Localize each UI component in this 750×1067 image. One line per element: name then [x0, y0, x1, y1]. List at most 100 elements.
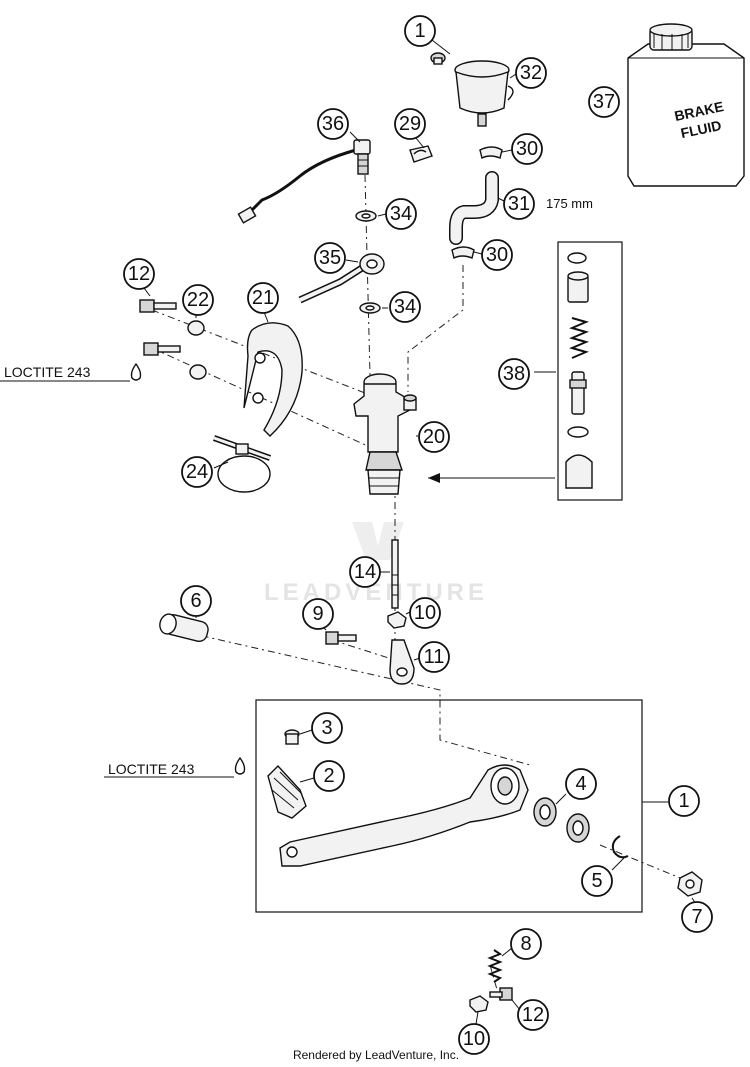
screw-33-part	[430, 52, 446, 65]
pivot-bolt-6-part	[159, 613, 209, 643]
nut-10-lower-part	[469, 995, 489, 1013]
callout-1[interactable]: 1	[668, 785, 700, 817]
brake-pedal-part	[279, 764, 529, 867]
brake-fluid-can-37-part: BRAKE FLUID	[627, 23, 745, 187]
callout-8[interactable]: 8	[510, 928, 542, 960]
spring-8-part	[487, 949, 503, 983]
callout-1-label: 1	[678, 790, 689, 812]
bolt-12-upper-part	[139, 299, 177, 313]
callout-6-label: 6	[190, 590, 201, 612]
callout-30-lower-label: 30	[486, 244, 508, 266]
washer-34-lower-part	[359, 302, 381, 314]
callout-10-lower[interactable]: 10	[458, 1023, 490, 1055]
bearing-4-part	[533, 797, 590, 843]
clamp-30-upper-part	[479, 146, 503, 160]
loctite-label-upper: LOCTITE 243	[4, 364, 91, 380]
callout-30-upper[interactable]: 30	[511, 133, 543, 165]
callout-21-label: 21	[252, 287, 274, 309]
callout-30-upper-label: 30	[516, 138, 538, 160]
repair-kit-38-box	[557, 241, 623, 501]
callout-5-label: 5	[591, 870, 602, 892]
callout-36[interactable]: 36	[317, 108, 349, 140]
bolt-9-part	[325, 631, 357, 645]
callout-2-label: 2	[323, 765, 334, 787]
callout-29-label: 29	[399, 113, 421, 135]
clip-29-part	[409, 145, 433, 163]
callout-4[interactable]: 4	[565, 768, 597, 800]
callout-38[interactable]: 38	[498, 358, 530, 390]
clamp-30-lower-part	[451, 246, 475, 260]
callout-11[interactable]: 11	[418, 641, 450, 673]
callout-22[interactable]: 22	[182, 284, 214, 316]
circlip-5-part	[611, 835, 629, 859]
callout-20[interactable]: 20	[418, 421, 450, 453]
callout-38-label: 38	[503, 363, 525, 385]
bolt-12-lower-part	[489, 987, 513, 1001]
callout-3[interactable]: 3	[311, 712, 343, 744]
footer-credit: Rendered by LeadVenture, Inc.	[293, 1048, 459, 1062]
callout-30-lower[interactable]: 30	[481, 239, 513, 271]
brake-pedal-assembly-1-box	[255, 699, 643, 913]
callout-33-label: 1	[414, 20, 425, 42]
callout-29[interactable]: 29	[394, 108, 426, 140]
callout-10-upper-label: 10	[414, 602, 436, 624]
master-cylinder-20-part	[353, 373, 417, 495]
callout-3-label: 3	[321, 717, 332, 739]
callout-37[interactable]: 37	[588, 86, 620, 118]
callout-12-lower-label: 12	[522, 1004, 544, 1026]
callout-24-label: 24	[186, 461, 208, 483]
callout-9[interactable]: 9	[302, 598, 334, 630]
nut-10-upper-part	[387, 611, 407, 629]
cable-tie-24-part	[212, 435, 272, 493]
callout-32-label: 32	[520, 62, 542, 84]
callout-35-label: 35	[319, 247, 341, 269]
callout-34-lower-label: 34	[394, 296, 416, 318]
step-plate-2-part	[267, 764, 307, 819]
callout-12-lower[interactable]: 12	[517, 999, 549, 1031]
callout-14-label: 14	[354, 561, 376, 583]
callout-4-label: 4	[575, 773, 586, 795]
leader-lines	[0, 39, 697, 1025]
loctite-drop-lower	[234, 756, 246, 775]
callout-34-upper[interactable]: 34	[385, 198, 417, 230]
guard-21-part	[243, 322, 303, 437]
spacer-22-part	[187, 320, 205, 336]
clevis-11-part	[389, 639, 415, 685]
callout-31[interactable]: 31	[503, 188, 535, 220]
callout-31-label: 31	[508, 193, 530, 215]
callout-21[interactable]: 21	[247, 282, 279, 314]
callout-12-upper[interactable]: 12	[123, 258, 155, 290]
callout-7[interactable]: 7	[681, 901, 713, 933]
screw-3-part	[284, 729, 300, 745]
callout-34-lower[interactable]: 34	[389, 291, 421, 323]
callout-32[interactable]: 32	[515, 57, 547, 89]
callout-5[interactable]: 5	[581, 865, 613, 897]
callout-11-label: 11	[424, 646, 445, 668]
bolt-lower-part	[143, 342, 207, 380]
callout-12-upper-label: 12	[128, 263, 150, 285]
callout-8-label: 8	[520, 933, 531, 955]
callout-24[interactable]: 24	[181, 456, 213, 488]
brake-light-switch-36-part	[237, 139, 371, 224]
callout-34-upper-label: 34	[390, 203, 412, 225]
callout-14[interactable]: 14	[349, 556, 381, 588]
callout-6[interactable]: 6	[180, 585, 212, 617]
watermark-logo	[352, 522, 404, 560]
callout-9-label: 9	[312, 603, 323, 625]
washer-34-upper-part	[355, 210, 377, 222]
loctite-drop-upper	[130, 362, 142, 381]
callout-33[interactable]: 1	[404, 15, 436, 47]
hose-length-label: 175 mm	[546, 196, 593, 211]
callout-10-lower-label: 10	[463, 1028, 485, 1050]
reservoir-32-part	[454, 60, 514, 127]
callout-37-label: 37	[593, 91, 615, 113]
callout-2[interactable]: 2	[313, 760, 345, 792]
callout-36-label: 36	[322, 113, 344, 135]
callout-7-label: 7	[691, 906, 702, 928]
callout-10-upper[interactable]: 10	[409, 597, 441, 629]
pushrod-14-part	[391, 539, 399, 609]
hose-31-part	[449, 171, 499, 245]
callout-35[interactable]: 35	[314, 242, 346, 274]
callout-20-label: 20	[423, 426, 445, 448]
